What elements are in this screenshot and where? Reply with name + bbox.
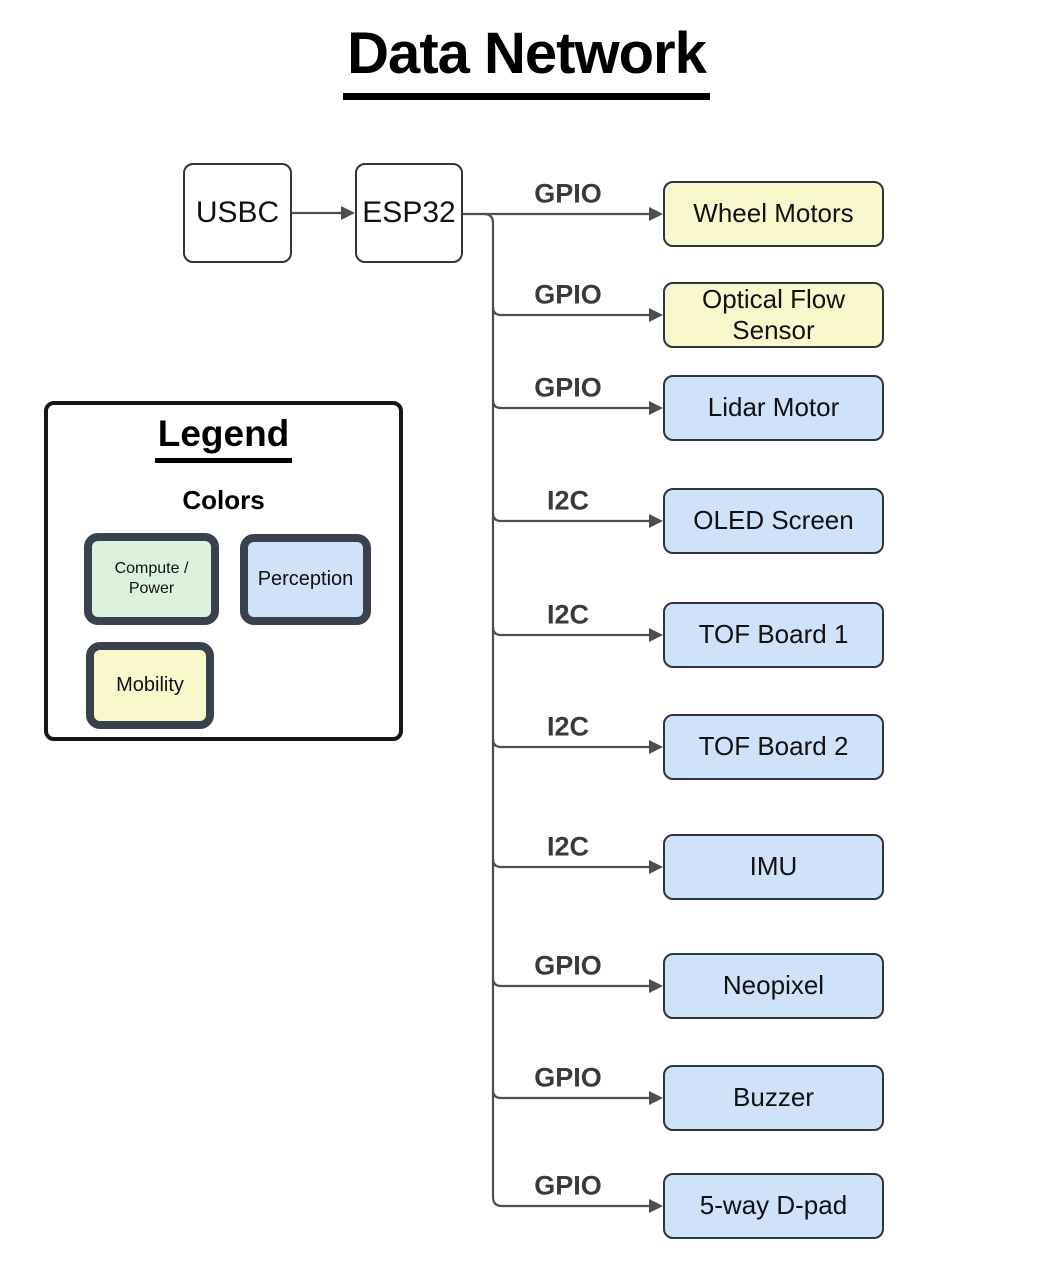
bus-label-gpio-0: GPIO xyxy=(534,178,602,209)
node-optical-flow-sensor: Optical Flow Sensor xyxy=(663,282,884,348)
node-buzzer: Buzzer xyxy=(663,1065,884,1131)
bus-label-i2c-5: I2C xyxy=(546,711,590,742)
bus-label-gpio-2: GPIO xyxy=(534,372,602,403)
node-tof-board-1: TOF Board 1 xyxy=(663,602,884,668)
legend-title-wrap: Legend xyxy=(48,413,399,463)
bus-label-gpio-9: GPIO xyxy=(534,1170,602,1201)
bus-label-i2c-6: I2C xyxy=(546,831,590,862)
bus-label-i2c-3: I2C xyxy=(546,485,590,516)
page-title-wrap: Data Network xyxy=(0,22,1053,100)
legend-title: Legend xyxy=(154,413,293,463)
bus-label-gpio-1: GPIO xyxy=(534,279,602,310)
node-5-way-d-pad: 5-way D-pad xyxy=(663,1173,884,1239)
bus-label-i2c-4: I2C xyxy=(546,599,590,630)
legend-swatch-mobility: Mobility xyxy=(86,642,214,729)
legend-swatch-perception: Perception xyxy=(240,534,371,625)
legend-subtitle: Colors xyxy=(182,484,265,515)
node-wheel-motors: Wheel Motors xyxy=(663,181,884,247)
node-lidar-motor: Lidar Motor xyxy=(663,375,884,441)
node-neopixel: Neopixel xyxy=(663,953,884,1019)
legend-swatch-compute-power: Compute / Power xyxy=(84,533,219,625)
node-imu: IMU xyxy=(663,834,884,900)
node-tof-board-2: TOF Board 2 xyxy=(663,714,884,780)
node-oled-screen: OLED Screen xyxy=(663,488,884,554)
bus-label-gpio-8: GPIO xyxy=(534,1062,602,1093)
node-esp32: ESP32 xyxy=(355,163,463,263)
node-usbc: USBC xyxy=(183,163,292,263)
page-title: Data Network xyxy=(343,22,710,100)
bus-label-gpio-7: GPIO xyxy=(534,950,602,981)
